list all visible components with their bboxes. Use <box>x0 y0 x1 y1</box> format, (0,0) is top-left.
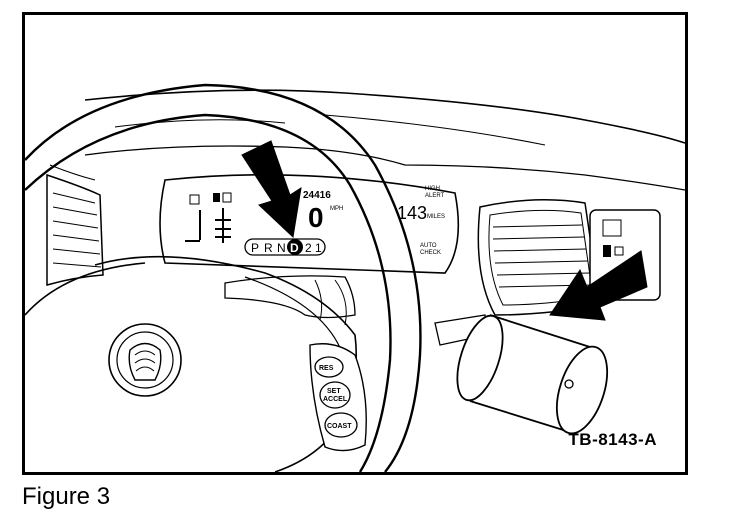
instrument-cluster: 24416 0 MPH HIGH ALERT 143 MILES AUTO CH… <box>159 173 460 274</box>
dashboard-illustration: 24416 0 MPH HIGH ALERT 143 MILES AUTO CH… <box>25 83 685 472</box>
gear-d: D <box>290 241 299 255</box>
figure-frame: 24416 0 MPH HIGH ALERT 143 MILES AUTO CH… <box>22 12 688 475</box>
coast-button[interactable] <box>324 412 358 438</box>
gear-2: 2 <box>305 241 312 255</box>
res-button[interactable] <box>314 356 344 378</box>
left-air-vent <box>46 173 104 286</box>
cylinder-cap <box>456 314 609 435</box>
gear-p: P <box>251 241 259 255</box>
gear-indicator: P R N D 2 1 <box>244 238 326 256</box>
coast-button-label: COAST <box>327 423 352 430</box>
gear-selected-highlight <box>287 239 303 255</box>
steering-wheel <box>25 83 422 472</box>
figure-id-label: TB-8143-A <box>568 430 657 449</box>
dash-second-line <box>84 145 685 191</box>
pointer-arrow-cylinder <box>549 250 648 321</box>
speed-readout: 0 <box>308 202 324 233</box>
gear-n: N <box>277 241 286 255</box>
res-button-label: RES <box>319 365 334 372</box>
set-accel-button[interactable] <box>319 381 351 409</box>
auto-check-label-top: AUTO <box>420 243 437 249</box>
column-detail <box>314 279 347 326</box>
range-alert-label-top: HIGH <box>425 186 440 192</box>
mercury-emblem <box>108 323 182 397</box>
range-alert-label-bottom: ALERT <box>425 193 445 199</box>
dash-ridge <box>324 114 546 146</box>
dash-top-line <box>84 89 685 144</box>
dash-third-line <box>114 119 286 128</box>
figure-caption: Figure 3 <box>22 483 111 510</box>
cruise-control-pad: RES SET ACCEL COAST <box>309 343 367 452</box>
speed-unit-label: MPH <box>330 206 343 212</box>
gear-r: R <box>264 241 273 255</box>
set-button-label: SET <box>327 388 341 395</box>
gear-1: 1 <box>315 241 322 255</box>
fuel-temp-gauges <box>185 192 232 243</box>
accel-button-label: ACCEL <box>323 396 348 403</box>
range-unit-label: MILES <box>427 214 445 220</box>
auto-check-label-bottom: CHECK <box>420 250 441 256</box>
odometer-readout: 24416 <box>303 190 331 201</box>
pointer-arrow-gear-indicator <box>241 140 302 239</box>
range-readout: 143 <box>397 203 427 223</box>
